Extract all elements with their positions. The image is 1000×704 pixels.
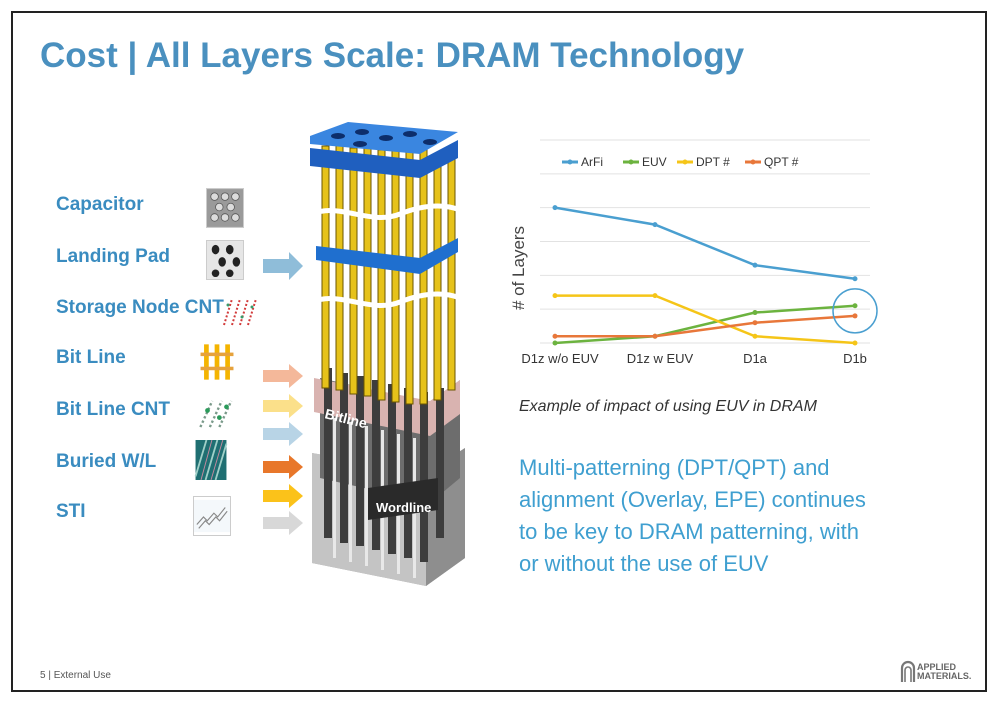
landing-pad-band <box>316 238 458 274</box>
capacitor-thumbnail <box>206 188 244 228</box>
d1b-highlight-circle <box>832 288 878 334</box>
series-line-euv <box>554 304 856 345</box>
data-point <box>752 333 758 339</box>
data-point <box>552 293 558 299</box>
logo-line2: MATERIALS. <box>917 671 972 681</box>
data-point <box>752 320 758 326</box>
bit-line-thumbnail <box>200 344 234 380</box>
applied-materials-logo-icon <box>900 660 916 682</box>
sti-arrow <box>263 511 303 535</box>
data-point <box>852 276 858 282</box>
legend-marker <box>682 159 688 165</box>
slide-title: Cost | All Layers Scale: DRAM Technology <box>40 36 745 75</box>
footer-text: 5 | External Use <box>40 670 111 681</box>
body-line: or without the use of EUV <box>519 551 769 576</box>
legend-marker <box>750 159 756 165</box>
dram-structure-illustration: Bitline Wordline <box>310 122 465 586</box>
legend-item: QPT # <box>745 155 799 169</box>
buried-wl-arrow-yellow <box>263 484 303 508</box>
legend-label: QPT # <box>764 155 799 169</box>
x-tick-label: D1z w/o EUV <box>521 351 599 366</box>
chart-x-tick-labels: D1z w/o EUV D1z w EUV D1a D1b <box>521 351 867 366</box>
landing-pad-arrow <box>263 252 303 280</box>
data-point <box>552 333 558 339</box>
layer-label-storage-node-cnt: Storage Node CNT <box>56 297 224 318</box>
data-point <box>652 333 658 339</box>
body-line: alignment (Overlay, EPE) continues <box>519 487 866 512</box>
legend-label: EUV <box>642 155 667 169</box>
slide-frame <box>11 11 987 692</box>
legend-item: ArFi <box>562 155 603 169</box>
data-point <box>752 262 758 268</box>
legend-marker <box>567 159 573 165</box>
chart-legend: ArFi EUV DPT # QPT # <box>562 155 799 169</box>
layer-label-bit-line: Bit Line <box>56 347 126 368</box>
legend-label: DPT # <box>696 155 730 169</box>
chart-y-axis-label: # of Layers <box>509 226 528 310</box>
x-tick-label: D1a <box>743 351 768 366</box>
data-point <box>852 303 858 309</box>
series-line-dpt <box>555 294 856 345</box>
data-point <box>652 222 658 228</box>
bit-line-cnt-arrow-yellow <box>263 394 303 418</box>
body-line: to be key to DRAM patterning, with <box>519 519 859 544</box>
layer-label-capacitor: Capacitor <box>56 194 144 215</box>
bit-line-cnt-arrow-blue <box>263 422 303 446</box>
logo-line1: APPLIED <box>917 662 957 672</box>
chart-caption: Example of impact of using EUV in DRAM <box>519 398 817 415</box>
chart-series-lines <box>552 205 858 346</box>
buried-wl-thumbnail <box>194 440 228 480</box>
body-text: Multi-patterning (DPT/QPT) and alignment… <box>519 452 899 580</box>
body-line: Multi-patterning (DPT/QPT) and <box>519 455 830 480</box>
logo-text: APPLIED MATERIALS. <box>917 663 971 681</box>
legend-item: DPT # <box>677 155 730 169</box>
data-point <box>552 205 558 211</box>
layer-label-buried-wl: Buried W/L <box>56 451 157 472</box>
legend-label: ArFi <box>581 155 603 169</box>
buried-wl-arrow <box>263 455 303 479</box>
data-point <box>652 293 658 299</box>
bit-line-cnt-thumbnail <box>199 400 233 428</box>
series-line-qpt <box>555 314 856 338</box>
x-tick-label: D1b <box>843 351 867 366</box>
chart-gridlines <box>540 139 870 344</box>
capacitor-top-grid <box>310 140 458 178</box>
storage-node-cnt-thumbnail <box>223 298 257 326</box>
layer-label-landing-pad: Landing Pad <box>56 246 170 267</box>
data-point <box>852 313 858 319</box>
x-tick-label: D1z w EUV <box>627 351 694 366</box>
data-point <box>852 340 858 346</box>
legend-marker <box>628 159 634 165</box>
sti-thumbnail <box>193 496 231 536</box>
data-point <box>552 340 558 346</box>
legend-item: EUV <box>623 155 667 169</box>
layer-label-sti: STI <box>56 501 86 522</box>
data-point <box>752 310 758 316</box>
series-line-arfi <box>554 206 856 280</box>
landing-pad-thumbnail <box>206 240 244 280</box>
wordline-label: Wordline <box>376 500 431 515</box>
layer-label-bit-line-cnt: Bit Line CNT <box>56 399 170 420</box>
bit-line-arrow-peach <box>263 364 303 388</box>
